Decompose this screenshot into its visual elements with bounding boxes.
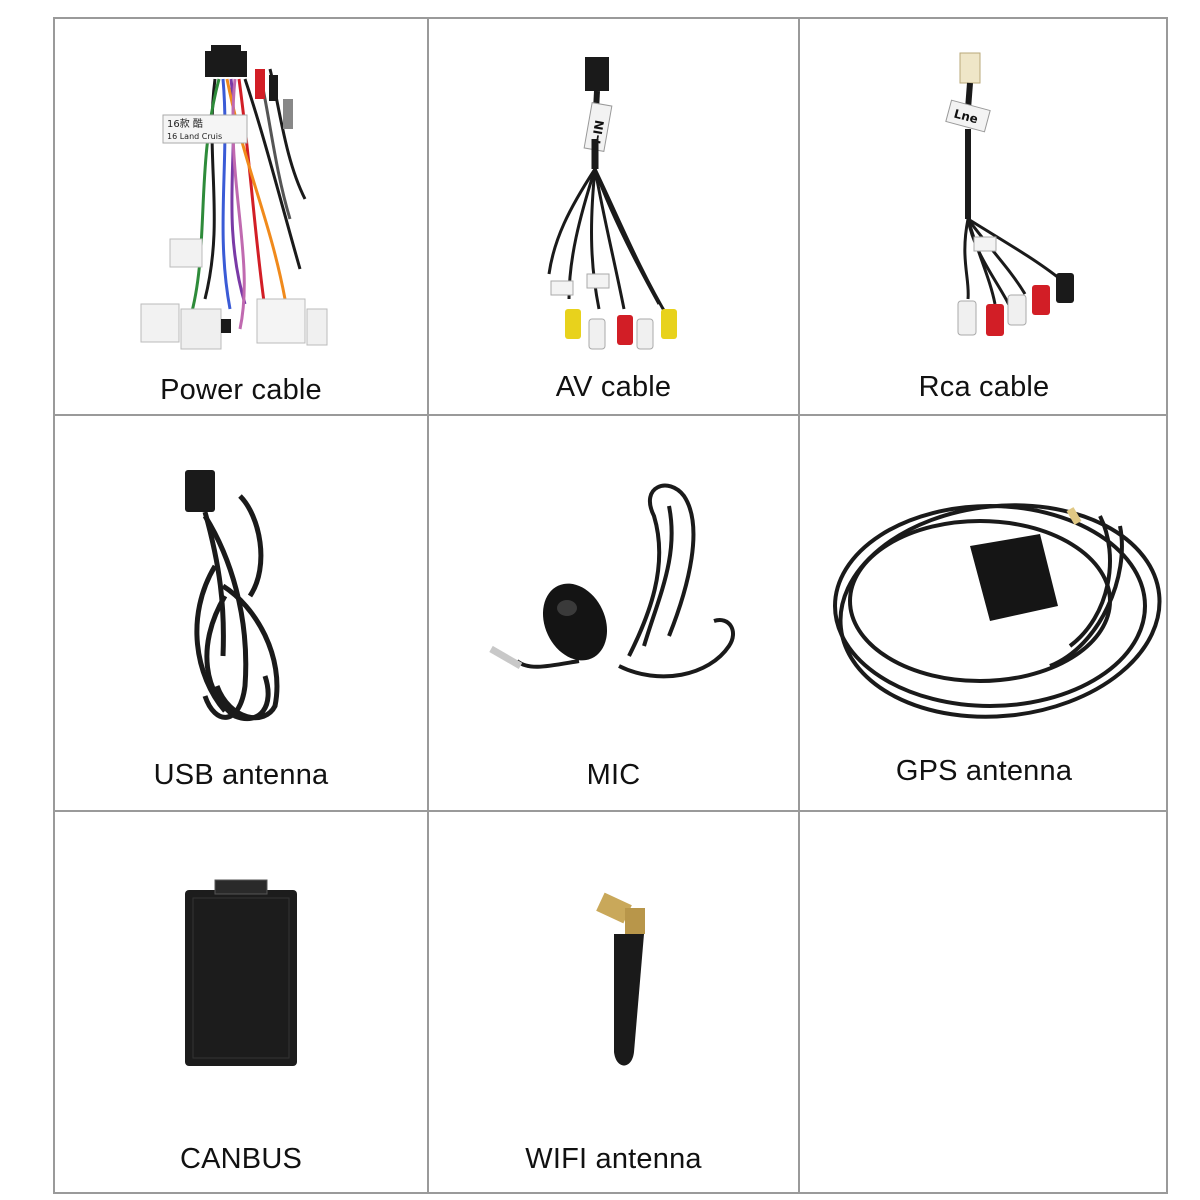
harness-tag-line1: 16款 酷 xyxy=(167,117,203,130)
grid-divider-h2 xyxy=(55,810,1166,812)
item-label-usb-antenna: USB antenna xyxy=(153,759,329,791)
cell-av-cable: I-IN AV cable xyxy=(429,19,798,414)
power-cable-harness-icon: 16款 酷 16 Land Cruis xyxy=(140,45,328,350)
gps-antenna-icon xyxy=(833,503,1162,719)
accessory-grid: 16款 酷 16 Land Cruis Power cable I-IN xyxy=(53,17,1168,1194)
rca-cable-icon: Lne xyxy=(945,52,1074,336)
item-label-wifi-antenna: WIFI antenna xyxy=(525,1143,702,1175)
cell-mic: MIC xyxy=(429,416,798,810)
grid-divider-v2 xyxy=(798,19,800,1192)
item-label-power-cable: Power cable xyxy=(160,374,322,406)
item-label-canbus: CANBUS xyxy=(179,1143,303,1175)
av-cable-tag: I-IN xyxy=(589,119,607,145)
canbus-box-icon xyxy=(185,879,297,1066)
cell-empty xyxy=(800,812,1168,1194)
grid-divider-h1 xyxy=(55,414,1166,416)
usb-cable-icon xyxy=(185,470,280,722)
item-label-rca-cable: Rca cable xyxy=(918,371,1050,403)
grid-divider-v1 xyxy=(427,19,429,1192)
cell-usb-antenna: USB antenna xyxy=(55,416,427,810)
harness-tag-line2: 16 Land Cruis xyxy=(167,132,222,141)
cell-rca-cable: Lne Rca cable xyxy=(800,19,1168,414)
av-cable-icon: I-IN xyxy=(547,57,677,350)
microphone-icon xyxy=(489,483,735,679)
item-label-gps-antenna: GPS antenna xyxy=(895,755,1073,787)
cell-wifi-antenna: WIFI antenna xyxy=(429,812,798,1194)
wifi-antenna-icon xyxy=(596,892,645,1066)
cell-canbus: CANBUS xyxy=(55,812,427,1194)
rca-cable-tag: Lne xyxy=(952,107,979,127)
item-label-av-cable: AV cable xyxy=(555,371,672,403)
item-label-mic: MIC xyxy=(586,759,641,791)
cell-gps-antenna: GPS antenna xyxy=(800,416,1168,810)
cell-power-cable: 16款 酷 16 Land Cruis Power cable xyxy=(55,19,427,414)
